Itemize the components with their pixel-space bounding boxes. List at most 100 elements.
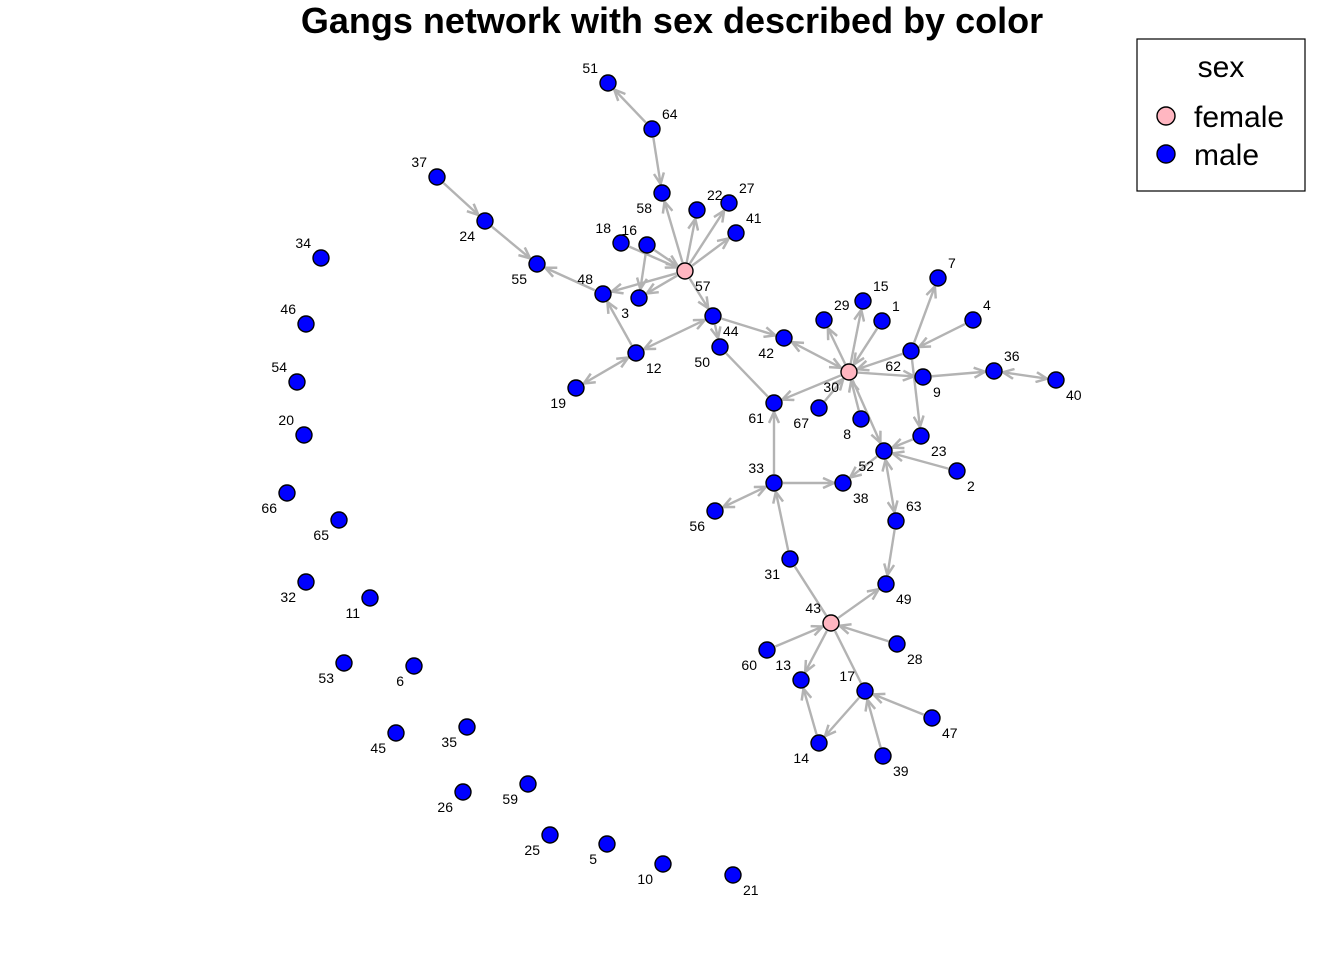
node-44[interactable] — [704, 307, 722, 325]
node-43[interactable] — [822, 614, 840, 632]
edge-30-61 — [782, 374, 842, 399]
node-19[interactable] — [567, 379, 585, 397]
node-16[interactable] — [638, 236, 656, 254]
node-49[interactable] — [877, 575, 895, 593]
node-30[interactable] — [840, 363, 858, 381]
node-42[interactable] — [775, 329, 793, 347]
node-label-22: 22 — [707, 187, 723, 203]
node-15[interactable] — [854, 292, 872, 310]
node-56[interactable] — [706, 502, 724, 520]
node-62[interactable] — [902, 342, 920, 360]
node-label-6: 6 — [396, 673, 404, 689]
node-label-44: 44 — [723, 323, 739, 339]
node-22[interactable] — [688, 201, 706, 219]
node-48[interactable] — [594, 285, 612, 303]
node-37[interactable] — [428, 168, 446, 186]
edge-50-61 — [725, 352, 769, 398]
node-label-1: 1 — [892, 298, 900, 314]
edge-60-43 — [774, 626, 822, 648]
node-label-21: 21 — [743, 882, 759, 898]
edge-12-48 — [607, 302, 633, 346]
node-label-50: 50 — [694, 354, 710, 370]
edge-layer — [442, 90, 1047, 748]
node-53[interactable] — [335, 654, 353, 672]
node-57[interactable] — [676, 262, 694, 280]
edge-57-48 — [612, 272, 677, 291]
node-8[interactable] — [852, 410, 870, 428]
node-27[interactable] — [720, 194, 738, 212]
node-label-11: 11 — [345, 605, 360, 621]
node-label-12: 12 — [646, 360, 662, 376]
node-1[interactable] — [873, 312, 891, 330]
node-label-58: 58 — [636, 200, 652, 216]
node-64[interactable] — [643, 120, 661, 138]
node-52[interactable] — [875, 442, 893, 460]
node-label-41: 41 — [746, 210, 762, 226]
node-label-4: 4 — [983, 297, 991, 313]
node-51[interactable] — [599, 74, 617, 92]
node-50[interactable] — [711, 338, 729, 356]
edge-33-56 — [723, 487, 766, 507]
edge-30-9 — [857, 373, 914, 377]
node-40[interactable] — [1047, 371, 1065, 389]
node-39[interactable] — [874, 747, 892, 765]
node-label-24: 24 — [459, 228, 475, 244]
node-66[interactable] — [278, 484, 296, 502]
node-58[interactable] — [653, 184, 671, 202]
node-label-30: 30 — [823, 379, 839, 395]
node-5[interactable] — [598, 835, 616, 853]
node-24[interactable] — [476, 212, 494, 230]
edge-67-30 — [823, 379, 843, 402]
node-36[interactable] — [985, 362, 1003, 380]
node-26[interactable] — [454, 783, 472, 801]
node-47[interactable] — [923, 709, 941, 727]
edge-28-43 — [840, 626, 889, 643]
legend-male-swatch — [1156, 144, 1176, 164]
node-32[interactable] — [297, 573, 315, 591]
node-46[interactable] — [297, 315, 315, 333]
edge-48-55 — [545, 268, 596, 292]
legend-male-label: male — [1194, 139, 1259, 172]
node-63[interactable] — [887, 512, 905, 530]
node-23[interactable] — [912, 427, 930, 445]
node-31[interactable] — [781, 550, 799, 568]
node-59[interactable] — [519, 775, 537, 793]
node-54[interactable] — [288, 373, 306, 391]
edge-44-42 — [721, 317, 776, 336]
node-60[interactable] — [758, 641, 776, 659]
node-20[interactable] — [295, 426, 313, 444]
node-18[interactable] — [612, 234, 630, 252]
node-label-19: 19 — [550, 395, 566, 411]
node-33[interactable] — [765, 474, 783, 492]
node-12[interactable] — [627, 344, 645, 362]
node-3[interactable] — [630, 289, 648, 307]
node-67[interactable] — [810, 399, 828, 417]
edge-43-31 — [793, 565, 828, 617]
node-10[interactable] — [654, 855, 672, 873]
node-29[interactable] — [815, 311, 833, 329]
node-45[interactable] — [387, 724, 405, 742]
node-28[interactable] — [888, 635, 906, 653]
node-label-60: 60 — [741, 657, 757, 673]
node-34[interactable] — [312, 249, 330, 267]
node-11[interactable] — [361, 589, 379, 607]
edge-52-63 — [886, 460, 895, 512]
edge-62-30 — [858, 352, 903, 369]
edge-57-41 — [691, 238, 729, 267]
node-61[interactable] — [765, 394, 783, 412]
node-13[interactable] — [792, 671, 810, 689]
node-38[interactable] — [834, 474, 852, 492]
node-4[interactable] — [964, 311, 982, 329]
node-65[interactable] — [330, 511, 348, 529]
node-7[interactable] — [929, 269, 947, 287]
node-9[interactable] — [914, 368, 932, 386]
node-25[interactable] — [541, 826, 559, 844]
node-55[interactable] — [528, 255, 546, 273]
node-21[interactable] — [724, 866, 742, 884]
node-41[interactable] — [727, 224, 745, 242]
node-2[interactable] — [948, 462, 966, 480]
node-17[interactable] — [856, 682, 874, 700]
node-14[interactable] — [810, 734, 828, 752]
node-6[interactable] — [405, 657, 423, 675]
node-35[interactable] — [458, 718, 476, 736]
